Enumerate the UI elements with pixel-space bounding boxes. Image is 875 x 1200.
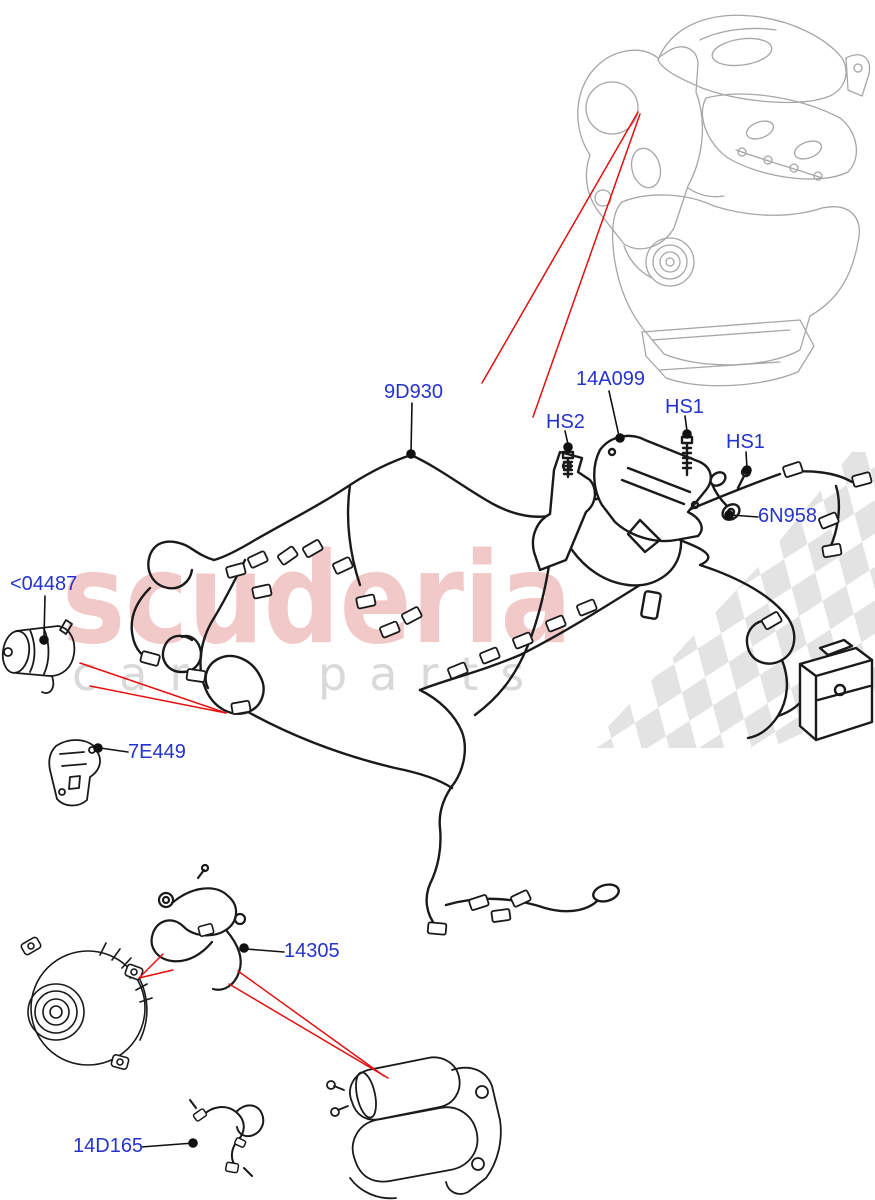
part-label-9D930[interactable]: 9D930	[384, 381, 443, 403]
part-label-6N958[interactable]: 6N958	[758, 505, 817, 527]
solenoid-04487	[1, 619, 76, 694]
alternator-illustration	[20, 936, 153, 1070]
starter-illustration	[326, 1056, 502, 1200]
part-label-04487[interactable]: <04487	[10, 573, 78, 595]
shield-bracket-14A099	[593, 434, 712, 554]
part-label-HS1-a[interactable]: HS1	[665, 396, 704, 418]
harness-connectors	[139, 461, 873, 936]
part-label-HS2[interactable]: HS2	[546, 411, 585, 433]
battery-cable-14305	[150, 863, 247, 991]
red-locator-lines	[79, 111, 641, 1079]
watermark: scuderia car parts	[62, 452, 875, 748]
engine-illustration	[577, 14, 871, 387]
cable-14D165	[189, 1099, 265, 1177]
part-label-14D165[interactable]: 14D165	[73, 1135, 144, 1157]
part-label-14A099[interactable]: 14A099	[576, 368, 645, 390]
bracket-7E449	[48, 739, 101, 807]
callout-leader-lines	[39, 390, 759, 1148]
part-label-HS1-b[interactable]: HS1	[726, 431, 765, 453]
bolt-hs1-a	[680, 435, 694, 477]
watermark-tagline-car: car	[72, 647, 210, 701]
bolt-hs2	[561, 450, 575, 479]
part-label-7E449[interactable]: 7E449	[128, 741, 186, 763]
module-connector	[798, 638, 874, 742]
part-label-14305[interactable]: 14305	[284, 940, 340, 962]
